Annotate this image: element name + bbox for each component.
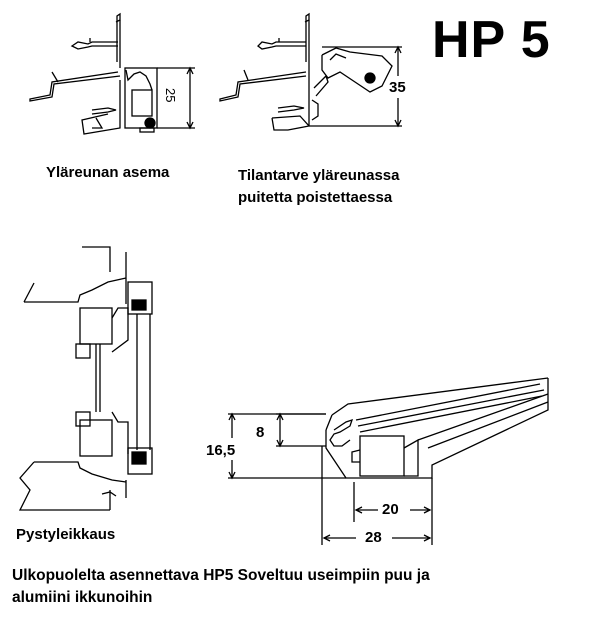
dimension-8: 8 — [256, 424, 265, 441]
dimension-20: 20 — [382, 501, 399, 518]
vertical-section-drawing — [18, 246, 153, 511]
dimension-25: 25 — [163, 88, 178, 103]
dimension-28: 28 — [365, 529, 382, 546]
dimension-35: 35 — [389, 79, 406, 96]
top-edge-position-drawing — [29, 12, 195, 135]
product-title: HP 5 — [432, 11, 551, 69]
footer-line1: Ulkopuolelta asennettava HP5 Soveltuu us… — [12, 567, 430, 584]
dimension-16-5: 16,5 — [206, 442, 236, 459]
caption-top-edge-position: Yläreunan asema — [46, 164, 170, 181]
footer-line2: alumiini ikkunoihin — [12, 589, 153, 606]
caption-space-requirement-line2: puitetta poistettaessa — [238, 189, 393, 206]
caption-vertical-section: Pystyleikkaus — [16, 526, 116, 543]
hp5-profile-drawing — [228, 377, 549, 545]
caption-space-requirement-line1: Tilantarve yläreunassa — [238, 167, 400, 184]
space-requirement-drawing — [219, 12, 402, 131]
footer-description: Ulkopuolelta asennettava HP5 Soveltuu us… — [12, 565, 572, 609]
